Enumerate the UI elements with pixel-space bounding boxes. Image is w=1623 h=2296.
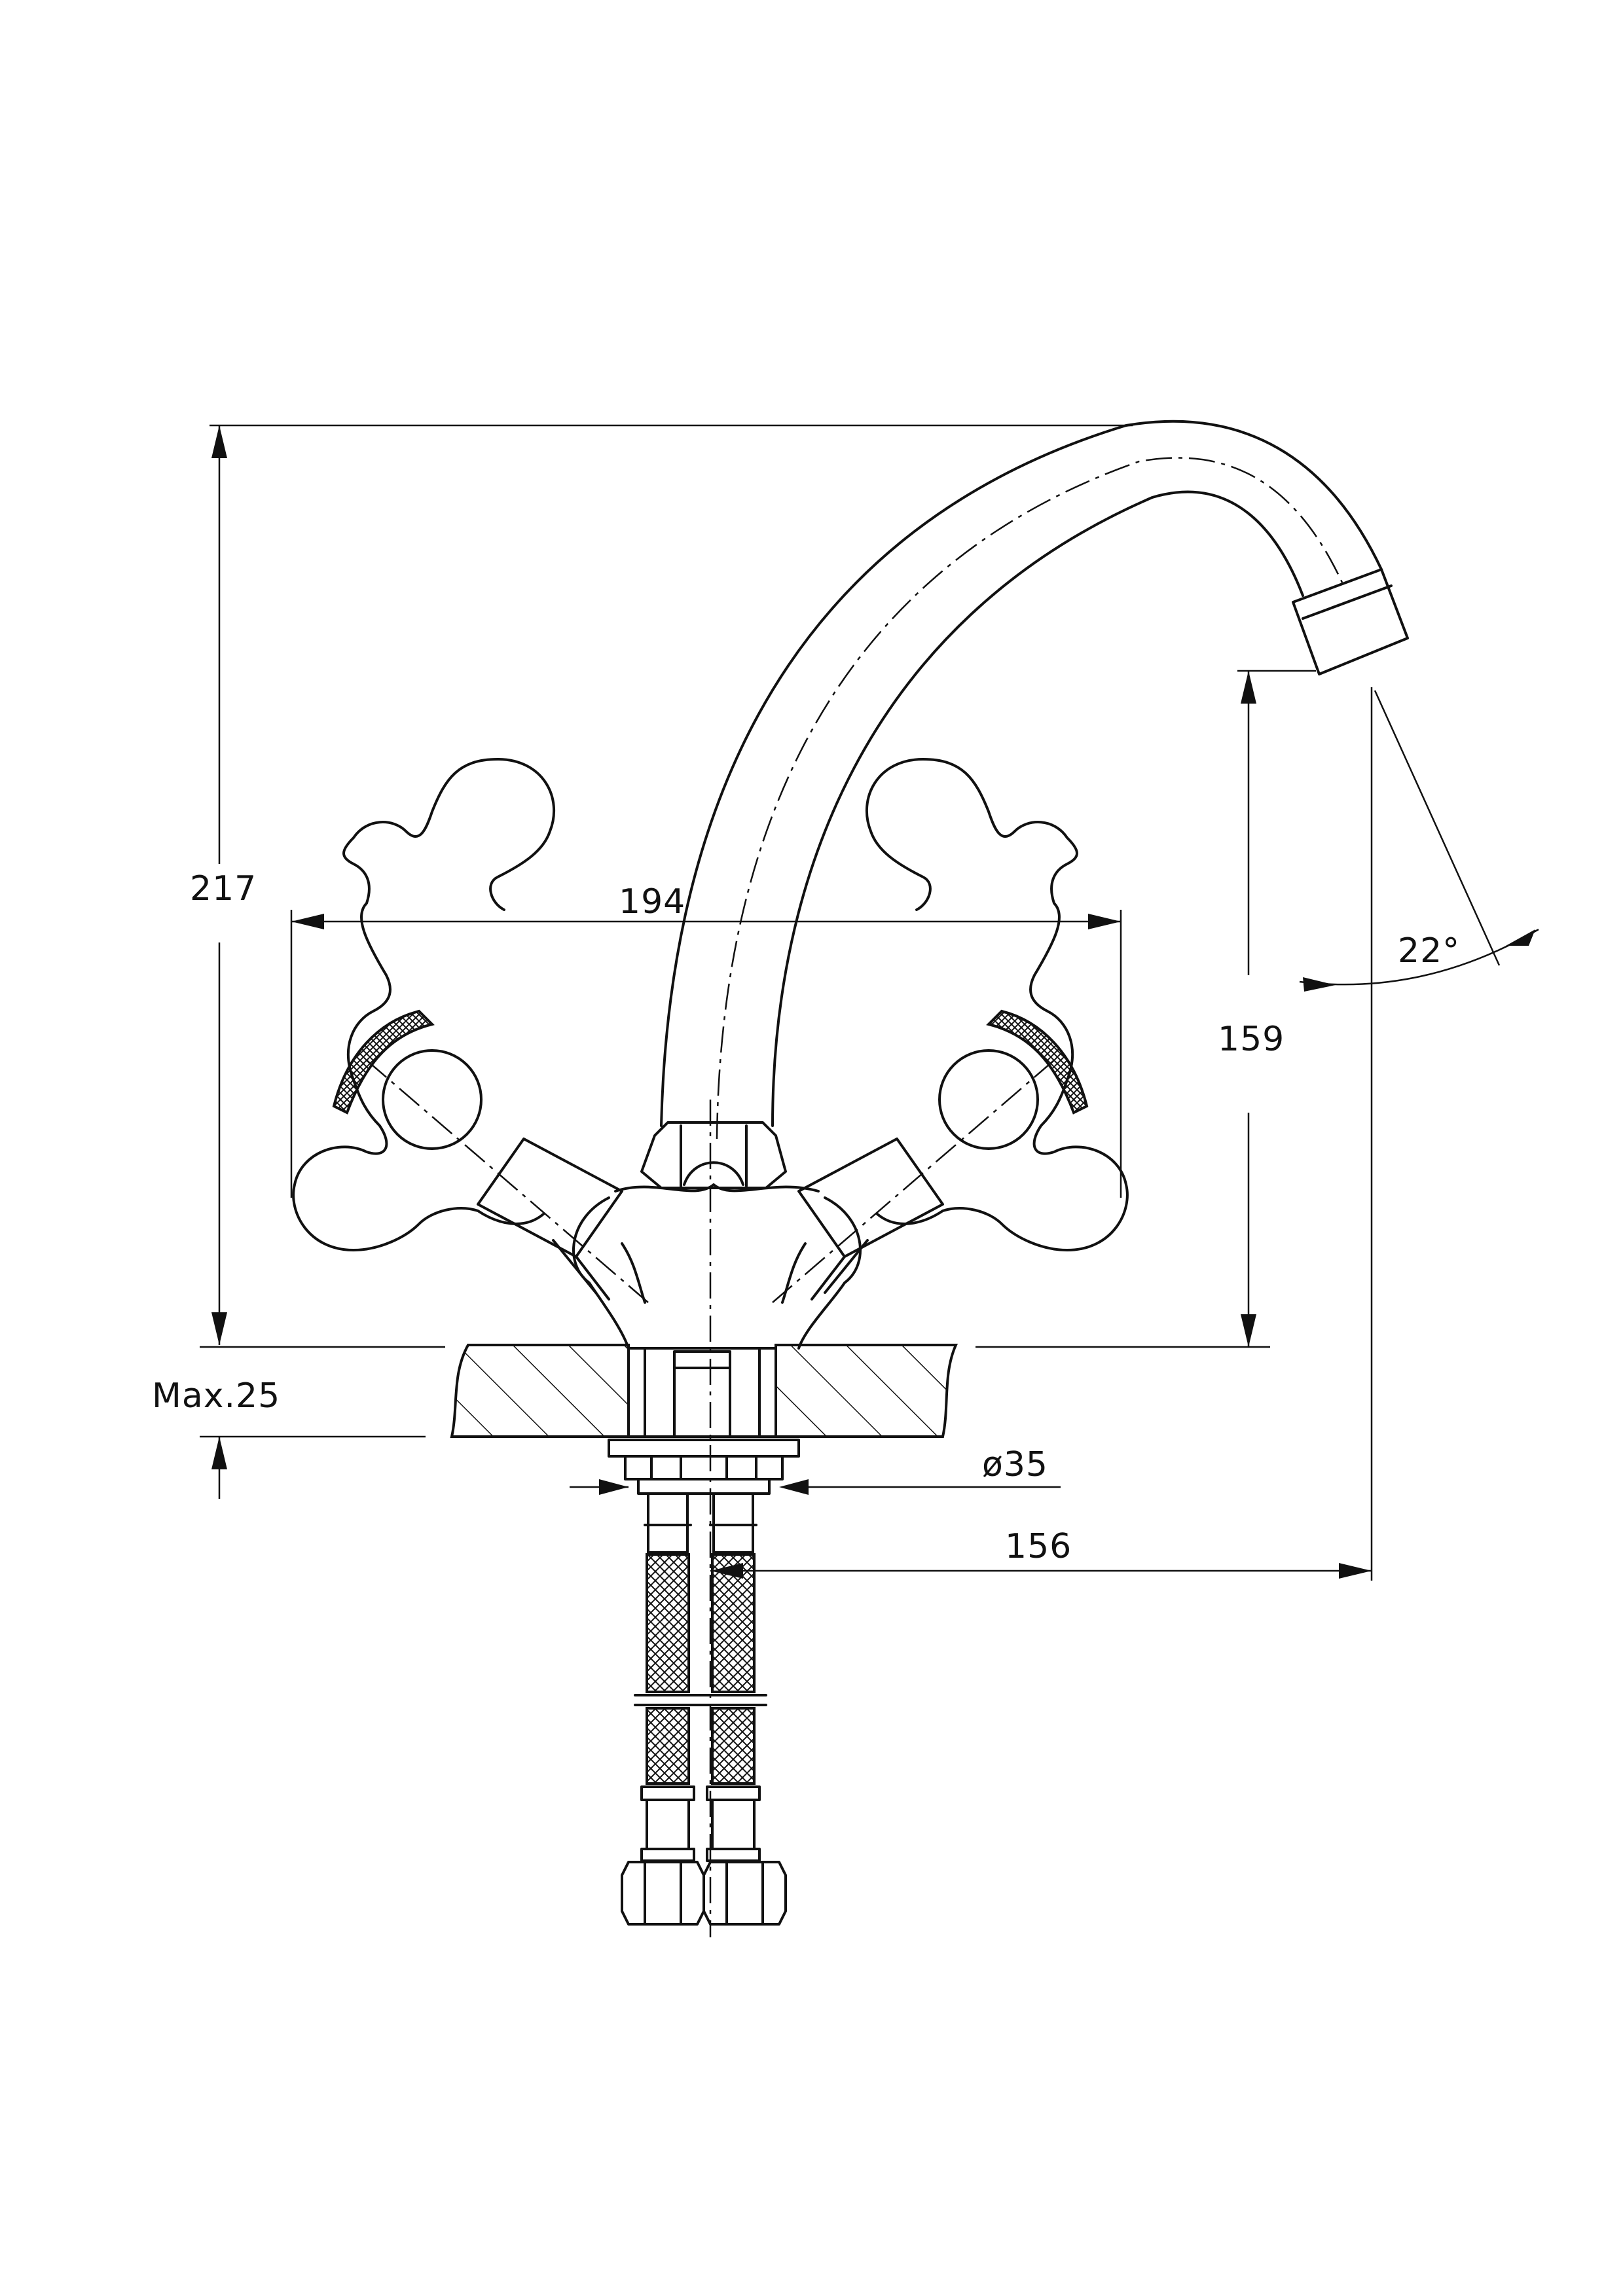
dim-handle-span <box>290 910 1122 1198</box>
right-handle <box>772 758 1129 1303</box>
countertop-section <box>450 1344 958 1438</box>
label-spout-angle: 22° <box>1398 931 1460 971</box>
dim-spout-angle <box>1299 687 1539 1581</box>
mounting-nut <box>608 1439 800 1495</box>
faucet-body <box>572 1183 862 1350</box>
dim-total-height <box>210 424 1133 1345</box>
dim-spout-reach <box>710 1563 1372 1579</box>
label-spout-reach: 156 <box>1005 1527 1072 1566</box>
dim-mount-diameter <box>570 1479 1061 1495</box>
spout <box>660 420 1409 1139</box>
label-total-height: 217 <box>190 869 257 908</box>
spout-nut <box>640 1121 787 1189</box>
label-deck-thickness: Max.25 <box>152 1376 280 1416</box>
label-handle-span: 194 <box>619 882 685 922</box>
flexible-hoses <box>621 1492 787 1926</box>
dim-spout-clearance <box>1237 670 1316 1347</box>
label-mount-diameter: ø35 <box>982 1445 1048 1484</box>
dim-deck-thickness <box>200 1435 426 1499</box>
label-spout-clearance: 159 <box>1218 1020 1285 1059</box>
left-handle <box>292 758 649 1303</box>
